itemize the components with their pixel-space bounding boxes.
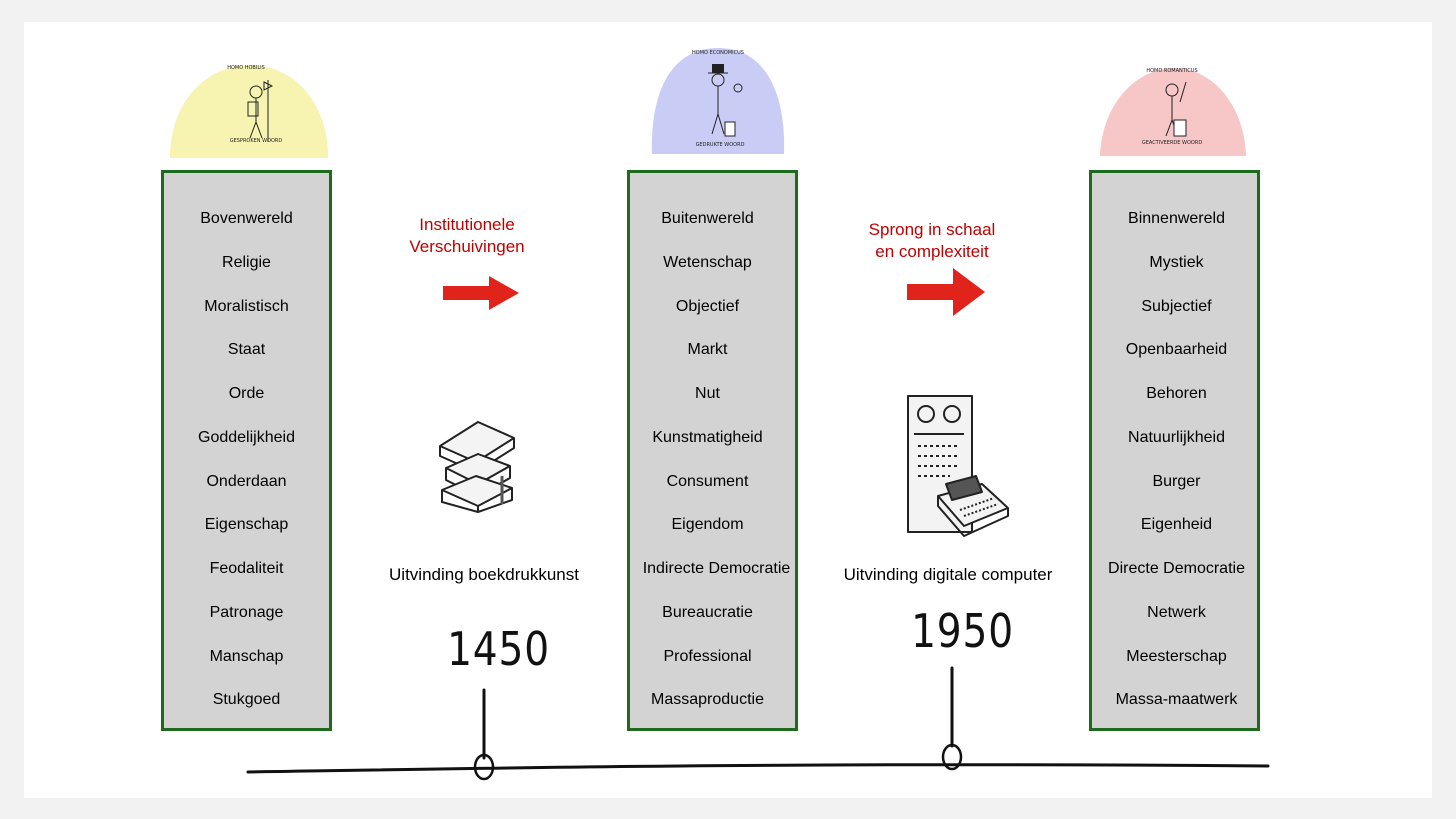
list-item: Massa-maatwerk	[1115, 691, 1238, 708]
column-hobilis: Bovenwereld Religie Moralistisch Staat O…	[161, 170, 332, 731]
svg-text:HOMO ECONOMICUS: HOMO ECONOMICUS	[692, 50, 744, 56]
list-item: Religie	[222, 254, 271, 271]
invention-caption-2: Uitvinding digitale computer	[843, 565, 1053, 584]
year-label-2: 1950	[911, 604, 1014, 658]
list-item: Burger	[1152, 473, 1201, 490]
list-item: Manschap	[209, 648, 284, 665]
transition-label-line: Verschuivingen	[409, 237, 525, 256]
list-item: Binnenwereld	[1128, 210, 1225, 227]
books-icon	[439, 421, 515, 513]
column-romanticus: Binnenwereld Mystiek Subjectief Openbaar…	[1089, 170, 1260, 731]
list-item: Buitenwereld	[661, 210, 754, 227]
column-economicus: Buitenwereld Wetenschap Objectief Markt …	[627, 170, 798, 731]
year-label-1: 1450	[447, 622, 550, 676]
list-item: Indirecte Democratie	[642, 560, 791, 577]
svg-text:HOMO HOBILIS: HOMO HOBILIS	[227, 65, 265, 71]
list-item: Staat	[227, 341, 266, 358]
list-item: Patronage	[209, 604, 284, 621]
list-item: Stukgoed	[212, 691, 281, 708]
homo-economicus-figure: HOMO ECONOMICUS GEDRUKTE WOORD	[651, 48, 785, 154]
svg-text:GEACTIVEERDE WOORD: GEACTIVEERDE WOORD	[1142, 140, 1202, 146]
list-item: Onderdaan	[206, 473, 287, 490]
list-item: Eigendom	[671, 516, 744, 533]
list-item: Netwerk	[1147, 604, 1206, 621]
list-item: Objectief	[675, 298, 740, 315]
list-item: Openbaarheid	[1125, 341, 1228, 358]
list-item: Bureaucratie	[662, 604, 753, 621]
arrow-right-icon	[443, 276, 519, 310]
transition-label-line: Institutionele	[419, 215, 515, 234]
list-item: Consument	[666, 473, 749, 490]
list-item: Wetenschap	[663, 254, 752, 271]
list-item: Feodaliteit	[209, 560, 284, 577]
transition-label-2: Sprong in schaal en complexiteit	[856, 219, 1008, 263]
computer-icon	[907, 395, 1009, 537]
transition-label-1: Institutionele Verschuivingen	[394, 214, 540, 258]
transition-label-line: Sprong in schaal	[868, 220, 996, 239]
list-item: Natuurlijkheid	[1128, 429, 1225, 446]
timeline-marker	[473, 753, 495, 781]
list-item: Bovenwereld	[200, 210, 293, 227]
timeline-marker	[941, 743, 963, 771]
list-item: Eigenheid	[1140, 516, 1213, 533]
svg-text:GEDRUKTE WOORD: GEDRUKTE WOORD	[696, 142, 745, 148]
arrow-right-icon	[907, 268, 985, 316]
list-item: Professional	[663, 648, 752, 665]
homo-hobilis-figure: HOMO HOBILIS GESPROKEN WOORD	[170, 65, 328, 158]
list-item: Massaproductie	[651, 691, 764, 708]
list-item: Mystiek	[1149, 254, 1204, 271]
homo-romanticus-figure: HOMO ROMANTICUS GEACTIVEERDE WOORD	[1100, 68, 1246, 156]
list-item: Subjectief	[1141, 298, 1212, 315]
list-item: Eigenschap	[204, 516, 289, 533]
list-item: Meesterschap	[1126, 648, 1227, 665]
svg-text:GESPROKEN WOORD: GESPROKEN WOORD	[230, 138, 283, 144]
transition-label-line: en complexiteit	[875, 242, 989, 261]
list-item: Goddelijkheid	[198, 429, 295, 446]
invention-caption-1: Uitvinding boekdrukkunst	[389, 565, 579, 584]
list-item: Moralistisch	[204, 298, 289, 315]
svg-text:HOMO ROMANTICUS: HOMO ROMANTICUS	[1146, 68, 1197, 74]
list-item: Orde	[228, 385, 265, 402]
list-item: Behoren	[1146, 385, 1207, 402]
list-item: Directe Democratie	[1108, 560, 1245, 577]
list-item: Markt	[687, 341, 728, 358]
list-item: Kunstmatigheid	[652, 429, 763, 446]
list-item: Nut	[695, 385, 720, 402]
